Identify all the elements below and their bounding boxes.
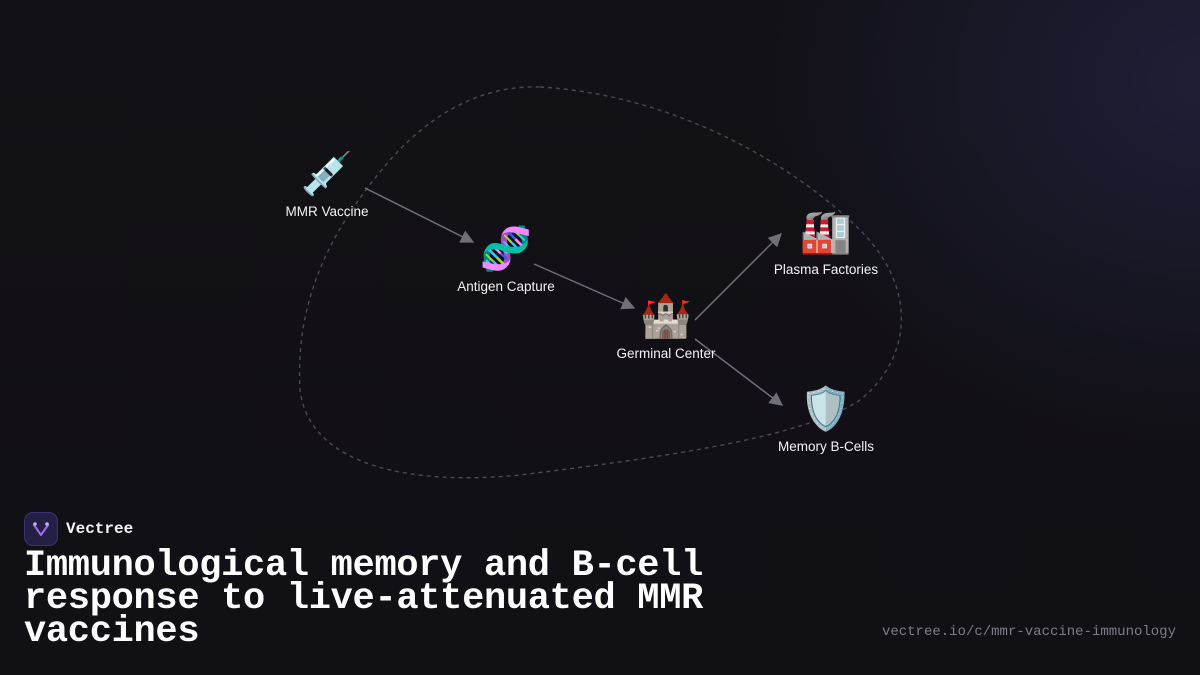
node-memory: 🛡️ Memory B-Cells	[746, 383, 906, 454]
node-plasma: 🏭 Plasma Factories	[746, 206, 906, 277]
dna-icon: 🧬	[479, 224, 533, 273]
vectree-logo-icon	[24, 512, 58, 546]
brand: Vectree	[24, 512, 133, 546]
arrow-mmr-to-antigen	[364, 187, 475, 243]
node-mmr: 💉 MMR Vaccine	[247, 148, 407, 219]
brand-name: Vectree	[66, 520, 134, 538]
page-title: Immunological memory and B-cell response…	[24, 545, 704, 653]
arrow-germinal-to-memory	[694, 338, 784, 406]
node-germinal: 🏰 Germinal Center	[586, 290, 746, 361]
factory-icon: 🏭	[799, 207, 853, 256]
shield-icon: 🛡️	[799, 384, 853, 433]
node-label: Memory B-Cells	[777, 439, 874, 454]
cluster-boundary	[298, 86, 903, 479]
syringe-icon: 💉	[300, 149, 354, 198]
source-url: vectree.io/c/mmr-vaccine-immunology	[881, 624, 1176, 640]
node-label: Germinal Center	[616, 346, 716, 361]
node-label: MMR Vaccine	[285, 204, 369, 219]
arrow-germinal-to-plasma	[694, 233, 782, 321]
arrow-antigen-to-germinal	[533, 263, 636, 310]
node-antigen: 🧬 Antigen Capture	[426, 223, 586, 294]
node-label: Antigen Capture	[457, 279, 555, 294]
node-label: Plasma Factories	[773, 262, 879, 277]
castle-icon: 🏰	[639, 291, 693, 340]
